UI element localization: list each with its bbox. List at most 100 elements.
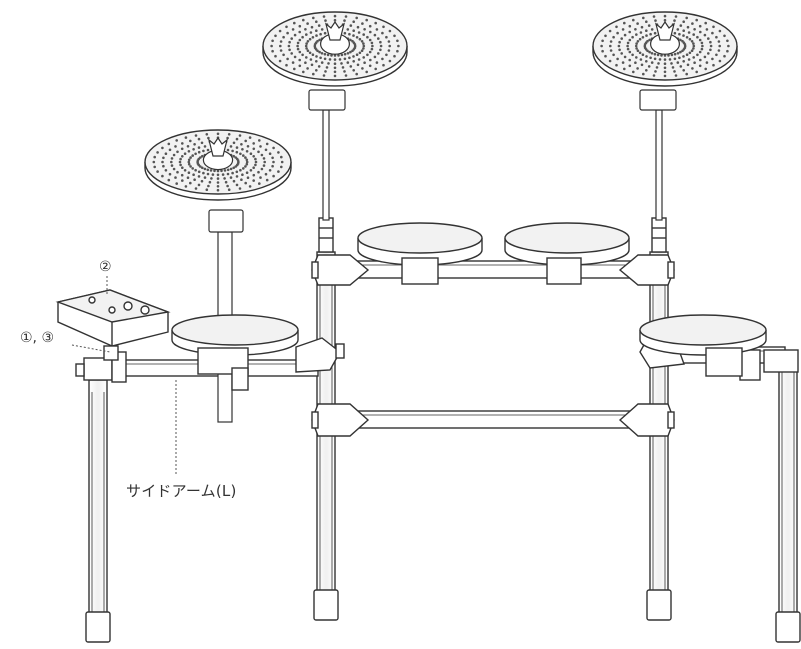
cymbal-hole: [682, 69, 685, 72]
cymbal-hole: [375, 28, 379, 31]
cymbal-hole: [333, 18, 337, 22]
cymbal-hole: [626, 44, 629, 48]
cymbal-hole: [194, 187, 198, 190]
cymbal-hole: [361, 67, 364, 70]
cymbal-hole: [623, 33, 627, 37]
cymbal-hole: [617, 44, 621, 48]
cymbal-hole: [642, 72, 645, 76]
cymbal-hole: [397, 44, 400, 48]
cymbal-hole: [346, 61, 350, 64]
cymbal-hole: [216, 185, 220, 188]
cymbal-hole: [639, 31, 643, 34]
cymbal-hole: [346, 28, 350, 31]
cymbal-hole: [612, 53, 615, 57]
cymbal-hole: [311, 53, 315, 56]
cymbal-hole: [692, 56, 695, 59]
clamp-side-right-outer: [739, 349, 799, 381]
cymbal-hole: [393, 54, 396, 58]
cymbal-hole: [373, 33, 377, 37]
cymbal-hole: [317, 24, 321, 27]
cymbal-hole: [197, 183, 201, 187]
cymbal-hole: [609, 44, 612, 48]
cymbal-hole: [635, 56, 638, 59]
cymbal-hole: [657, 62, 660, 65]
cymbal-hole: [197, 137, 201, 141]
cymbal-hole: [229, 167, 233, 171]
cymbal-hole: [636, 40, 640, 43]
cymbal-hole: [333, 66, 337, 70]
cymbal-hole: [673, 31, 677, 35]
cymbal-hole: [363, 61, 366, 64]
cymbal-hole: [252, 173, 256, 177]
cymbal-hole: [187, 150, 191, 153]
cymbal-hole: [693, 28, 696, 31]
cymbal-hole: [609, 40, 613, 43]
cymbal-hole: [679, 38, 682, 42]
cymbal-stem-center-left: [308, 89, 346, 221]
cymbal-hole: [673, 52, 677, 56]
cymbal-hole: [377, 37, 380, 40]
cymbal-hole: [343, 57, 347, 61]
cymbal-hole: [369, 58, 372, 62]
cymbal-hole: [628, 50, 632, 54]
cymbal-hole: [328, 58, 332, 61]
cymbal-hole: [327, 62, 330, 65]
cymbal-hole: [676, 28, 680, 31]
cymbal-hole: [189, 139, 192, 143]
cymbal-hole: [387, 49, 391, 52]
cymbal-hole: [296, 47, 300, 51]
cymbal-hole: [343, 52, 347, 56]
cymbal-hole: [162, 164, 165, 168]
cymbal-hole: [285, 63, 288, 67]
cymbal-hole: [290, 52, 294, 55]
cymbal-hole: [298, 50, 302, 54]
cymbal-hole: [200, 141, 204, 145]
cymbal-hole: [615, 63, 618, 67]
cymbal-hole: [312, 16, 315, 20]
cymbal-hole: [343, 70, 346, 73]
cymbal-hole: [170, 157, 174, 160]
cymbal-hole: [167, 178, 171, 182]
cymbal-hole: [636, 22, 639, 25]
cymbal-hole: [306, 67, 309, 70]
cymbal-hole: [373, 55, 377, 59]
cymbal-hole: [688, 37, 692, 41]
cymbal-hole: [189, 165, 192, 168]
cymbal-hole: [698, 24, 702, 28]
cymbal-hole: [234, 165, 237, 168]
cymbal-hole: [308, 51, 312, 55]
cymbal-hole: [623, 67, 626, 71]
cymbal-hole: [628, 58, 631, 62]
cymbal-hole: [355, 16, 359, 20]
cymbal-hole: [186, 176, 190, 179]
cymbal-hole: [254, 157, 257, 161]
cymbal-hole: [268, 169, 272, 172]
cymbal-hole: [179, 157, 182, 161]
cymbal-hole: [705, 61, 709, 64]
cymbal-hole: [194, 168, 197, 172]
cymbal-hole: [252, 142, 255, 145]
cymbal-hole: [707, 37, 710, 40]
cymbal-hole: [302, 18, 305, 22]
cymbal-hole: [340, 62, 343, 65]
cymbal-hole: [650, 28, 654, 31]
cymbal-hole: [277, 151, 280, 154]
cymbal-hole: [181, 179, 184, 182]
cymbal-hole: [647, 65, 651, 68]
cymbal-hole: [623, 55, 627, 59]
cymbal-hole: [252, 166, 255, 169]
cymbal-hole: [615, 25, 618, 29]
cymbal-hole: [382, 25, 385, 29]
cymbal-hole: [305, 42, 308, 45]
cymbal-hole: [221, 173, 225, 176]
cymbal-hole: [341, 66, 345, 69]
cymbal-hole: [244, 156, 247, 159]
cymbal-hole: [333, 70, 337, 74]
cymbal-hole: [184, 136, 188, 139]
cymbal-hole: [632, 70, 635, 74]
cymbal-hole: [695, 70, 698, 74]
cymbal-hole: [663, 66, 667, 70]
cymbal-hole: [260, 153, 264, 157]
cymbal-hole: [223, 169, 227, 172]
cymbal-hole: [298, 38, 302, 42]
